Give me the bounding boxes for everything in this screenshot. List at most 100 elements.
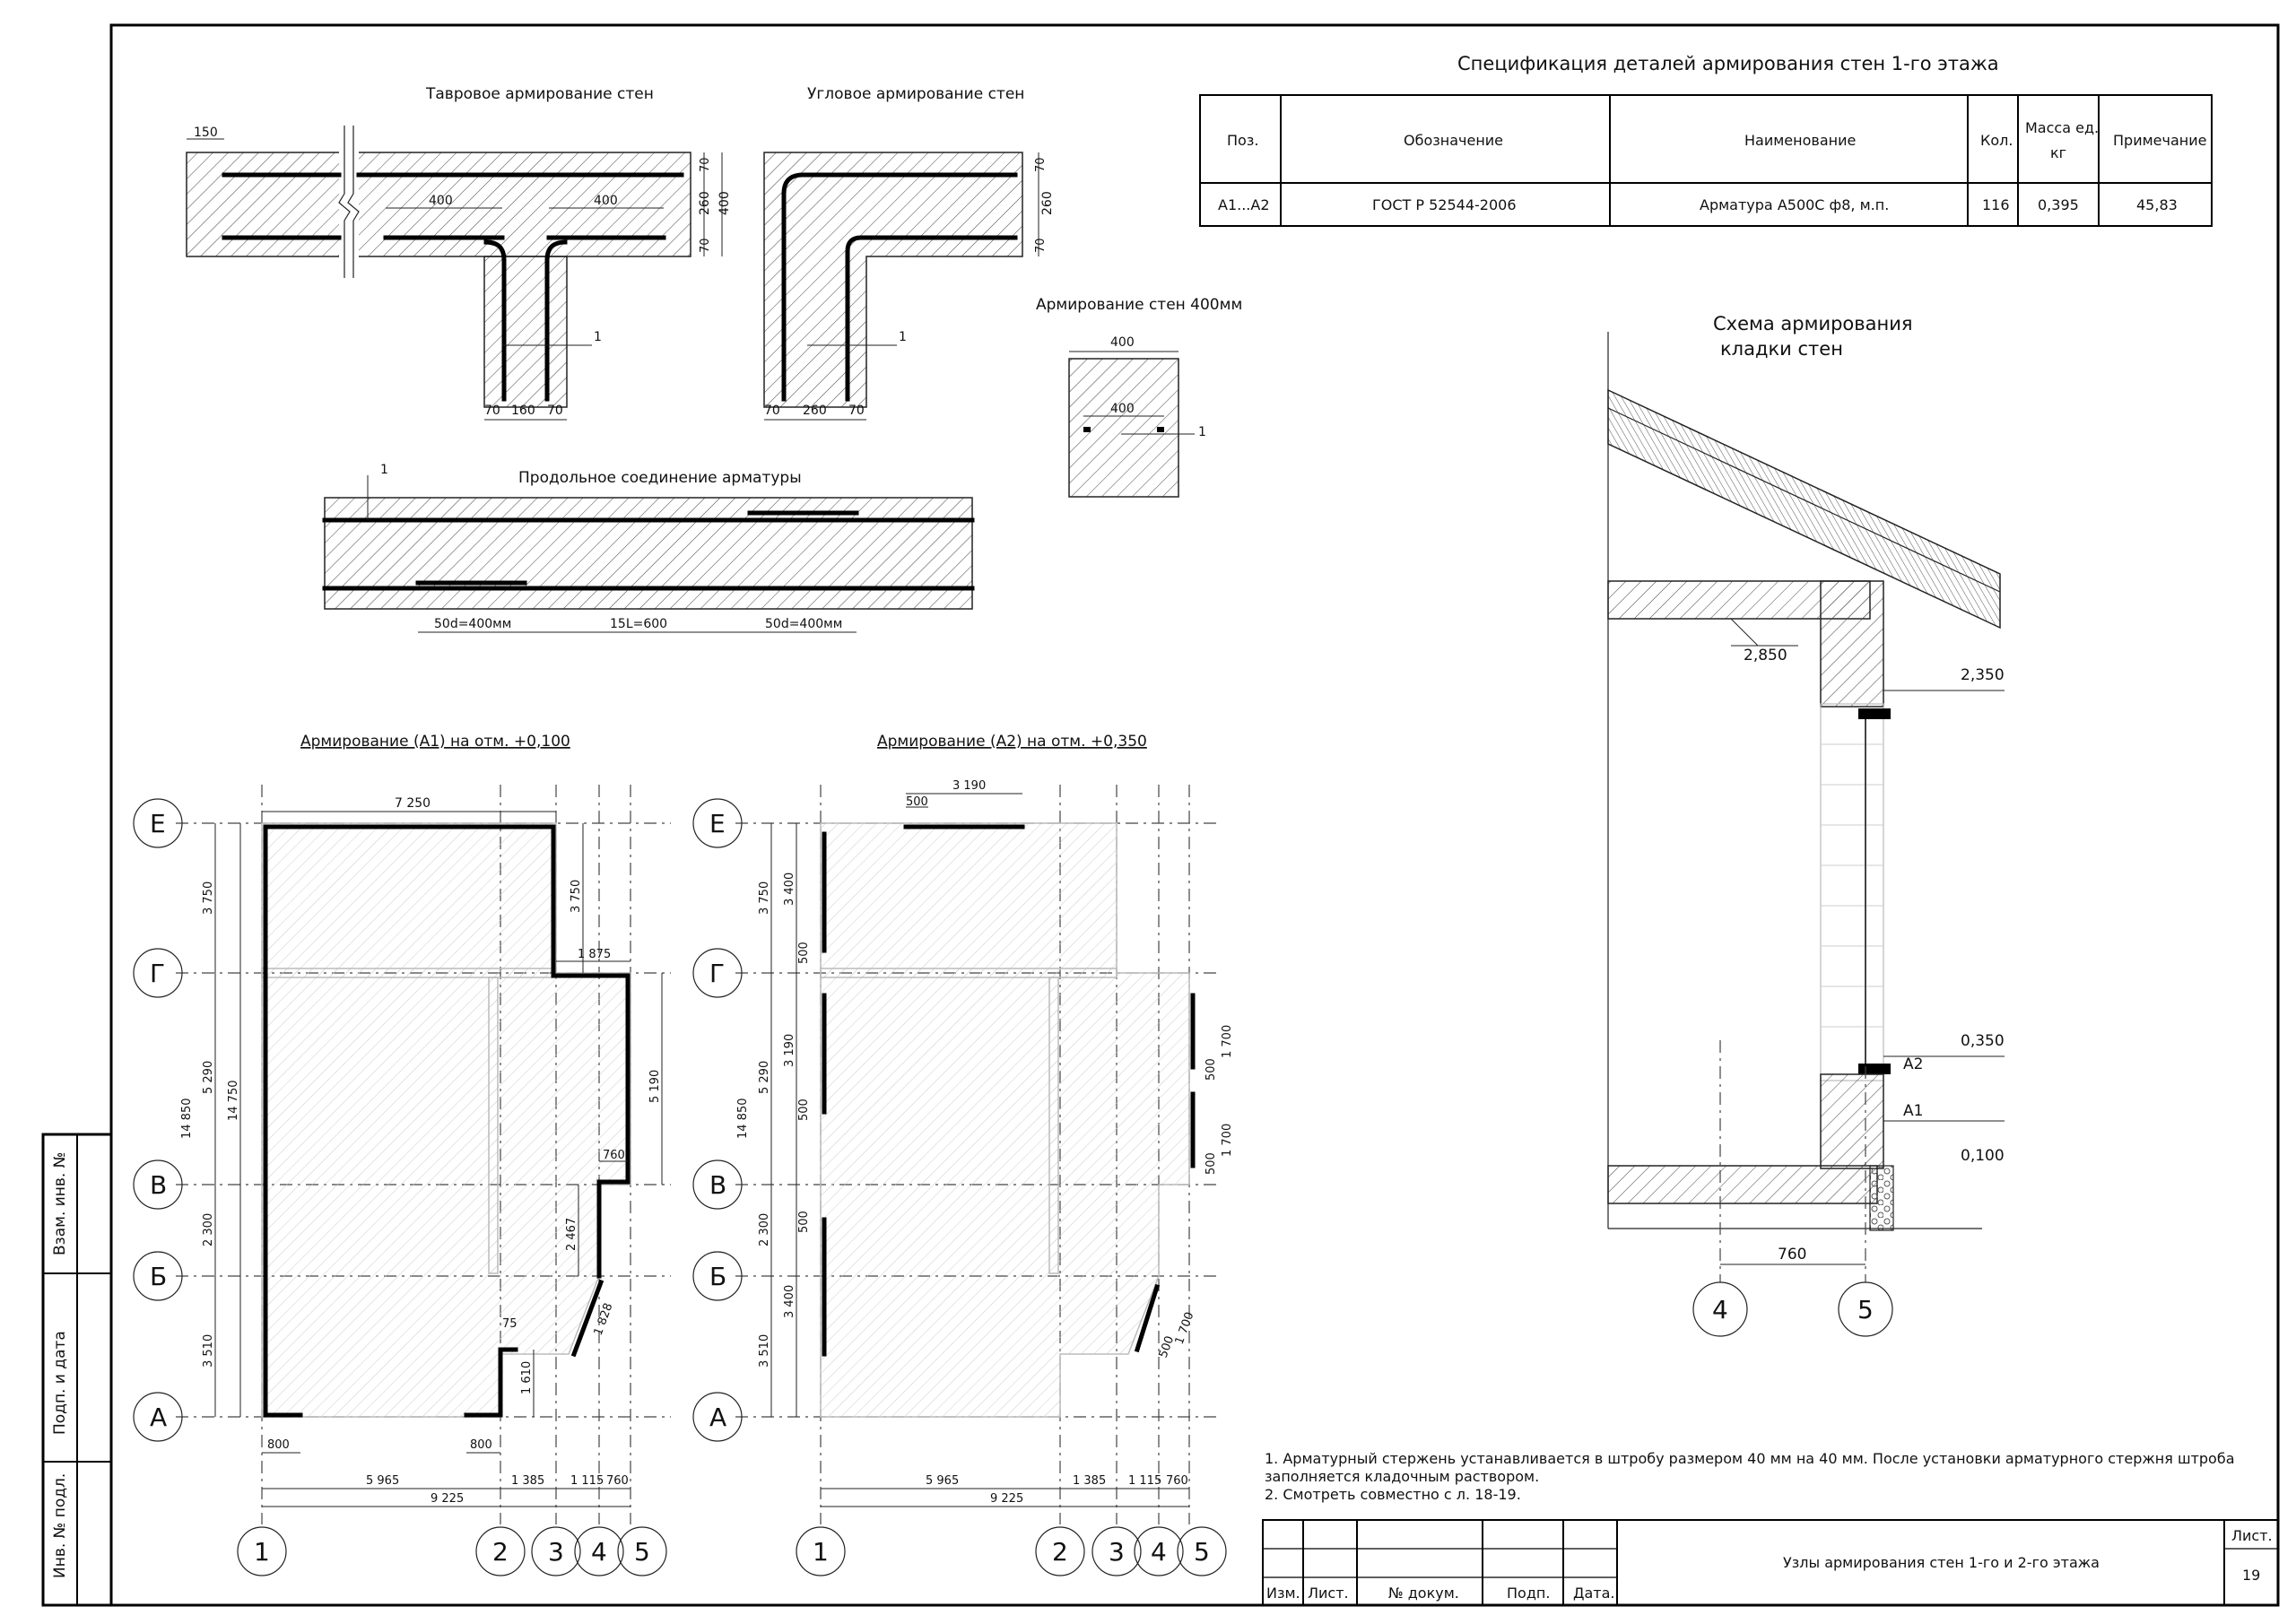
p1-ax-G: Г [150,959,165,988]
p1-b760: 760 [606,1474,629,1488]
p2-r500a: 500 [1205,1058,1218,1081]
p1-b800a: 800 [267,1438,290,1452]
p2-ax-1: 1 [813,1537,829,1567]
p1-l3510: 3 510 [202,1334,215,1368]
p2-ax-E: Е [709,809,726,838]
p2-b760: 760 [1166,1474,1188,1488]
spec-r-pos: А1...А2 [1218,196,1270,213]
p1-ax-E: Е [150,809,166,838]
plan-a1-title: Армирование (А1) на отм. +0,100 [300,733,570,751]
corner-dim-260: 260 [1040,191,1055,215]
wall400-inner: 400 [1110,402,1135,416]
p2-r1700a: 1 700 [1221,1025,1234,1058]
spec-title: Спецификация деталей армирования стен 1-… [1457,53,1999,74]
p1-v-step: 760 [603,1149,625,1162]
p2-ax-3: 3 [1109,1537,1125,1567]
spec-h-mass: Масса ед. [2025,119,2099,136]
tee-dim-400v: 400 [718,191,732,215]
p1-r1610: 1 610 [520,1361,534,1394]
p2-b5965: 5 965 [926,1474,959,1488]
p1-ax-2: 2 [492,1537,509,1567]
lap-title: Продольное соединение арматуры [518,469,802,487]
corner-dim-70t: 70 [1034,157,1048,172]
p1-b1385: 1 385 [511,1474,544,1488]
lap-right: 50d=400мм [765,617,842,631]
tee-dim-70b2: 70 [547,404,563,418]
p1-b800b: 800 [470,1438,492,1452]
note-2: 2. Смотреть совместно с л. 18-19. [1265,1486,1521,1503]
corner-dim-70a: 70 [764,404,780,418]
p2-i500c: 500 [797,1211,811,1233]
lap-mid: 15L=600 [610,617,667,631]
p1-ax-1: 1 [254,1537,270,1567]
stamp-sheet-no: 19 [2242,1567,2260,1584]
lap-left: 50d=400мм [434,617,511,631]
p2-i3400b: 3 400 [783,1285,796,1318]
p2-top500: 500 [906,795,928,809]
p2-ax-G: Г [709,959,725,988]
p2-b1385: 1 385 [1073,1474,1106,1488]
p1-r2467: 2 467 [565,1218,578,1251]
spec-h-note: Примечание [2113,132,2206,149]
p1-axis-cols: 1 2 3 4 5 [237,1526,667,1576]
sec-e2850: 2,850 [1744,647,1787,664]
p1-ax-5: 5 [634,1537,650,1567]
plan-a2: Армирование (А2) на отм. +0,350 3 190 50… [692,733,1234,1576]
spec-r-code: ГОСТ Р 52544-2006 [1372,196,1517,213]
corner-detail: Угловое армирование стен 70 260 70 70 26… [763,85,1055,421]
corner-dim-260b: 260 [803,404,827,418]
p1-ax-B: Б [150,1262,167,1291]
p1-ax-V: В [150,1170,167,1200]
sec-a1: А1 [1903,1102,1923,1120]
p2-axis-cols: 1 2 3 4 5 [796,1526,1227,1576]
p2-r500b: 500 [1205,1152,1218,1175]
p2-l3750: 3 750 [758,881,771,915]
stamp-doc: № докум. [1388,1585,1459,1602]
lap-mark: 1 [380,463,388,477]
stamp-sheet-label: Лист. [2231,1527,2273,1544]
stamp-date: Дата. [1573,1585,1615,1602]
p1-l14850: 14 850 [180,1099,194,1140]
p1-small75: 75 [502,1317,517,1331]
p2-d1700: 1 700 [1173,1310,1197,1346]
p1-ax-A: А [150,1403,167,1432]
p1-b9225: 9 225 [430,1492,464,1506]
sec-ax4: 4 [1712,1295,1728,1324]
p2-i3190: 3 190 [783,1034,796,1067]
title-block: Изм. Лист. № докум. Подп. Дата. Узлы арм… [1262,1519,2279,1606]
spec-table: Спецификация деталей армирования стен 1-… [1199,53,2213,227]
spec-r-mass: 0,395 [2038,196,2079,213]
p2-ax-5: 5 [1194,1537,1210,1567]
notes: 1. Арматурный стержень устанавливается в… [1265,1450,2235,1503]
p1-r3750: 3 750 [570,880,583,913]
p2-l14850: 14 850 [736,1099,750,1140]
p1-ax-3: 3 [548,1537,564,1567]
p1-l14750: 14 750 [227,1081,240,1122]
wall400-detail: Армирование стен 400мм 400 400 1 [1036,296,1242,498]
stamp-izm: Изм. [1266,1585,1300,1602]
spec-h-pos: Поз. [1227,132,1258,149]
sec-e2350: 2,350 [1961,666,2005,684]
p1-axis-rows: Е Г В Б А [133,798,183,1442]
tee-dim-70t: 70 [699,157,712,172]
p2-b1115: 1 115 [1128,1474,1161,1488]
tee-dim-150: 150 [194,126,218,140]
p2-r1700b: 1 700 [1221,1124,1234,1157]
wall400-mark: 1 [1198,425,1206,439]
side-stamp-inv: Инв. № подл. [51,1473,69,1578]
spec-h-name: Наименование [1744,132,1856,149]
tee-dim-70b: 70 [699,238,712,253]
tee-title: Тавровое армирование стен [425,85,654,103]
tee-dim-160: 160 [511,404,535,418]
sec-e0350: 0,350 [1961,1032,2005,1050]
wall400-top: 400 [1110,335,1135,350]
p1-l2300: 2 300 [202,1213,215,1246]
p1-b1115: 1 115 [570,1474,604,1488]
spec-h-kg: кг [2050,144,2066,161]
p2-ax-2: 2 [1052,1537,1068,1567]
p1-r5190: 5 190 [648,1070,662,1103]
p2-top3190: 3 190 [952,779,986,793]
sec-ax5: 5 [1857,1295,1874,1324]
p2-i3400a: 3 400 [783,873,796,906]
p2-l5290: 5 290 [758,1061,771,1094]
